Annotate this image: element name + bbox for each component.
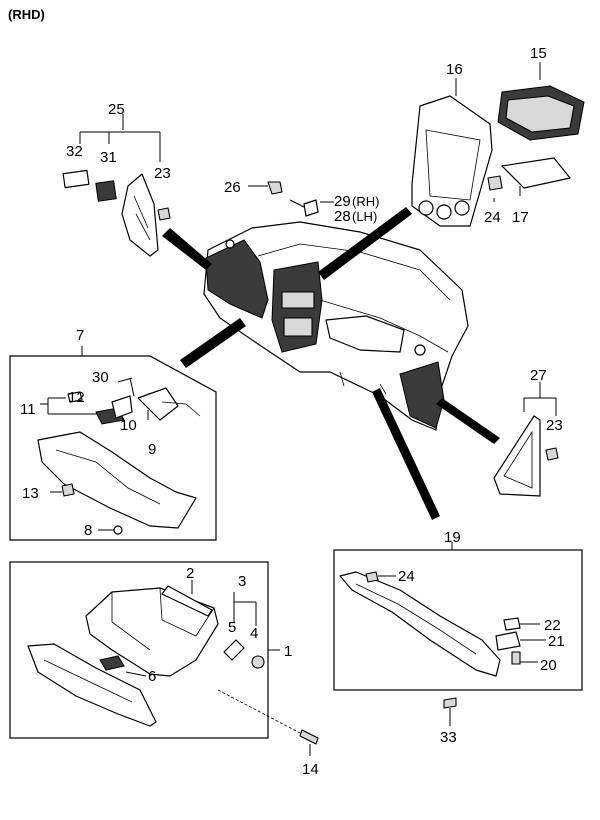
bracket-group-26 xyxy=(248,181,334,217)
pointer-25 xyxy=(162,228,212,270)
callout-27: 27 xyxy=(530,367,547,384)
callout-9: 9 xyxy=(148,441,156,458)
side-cover-group-27 xyxy=(493,382,559,497)
crash-pad-assembly xyxy=(203,221,469,431)
callout-14: 14 xyxy=(302,761,319,778)
callout-12: 12 xyxy=(68,389,85,406)
callout-31: 31 xyxy=(100,149,117,166)
callout-26: 26 xyxy=(224,179,241,196)
box-19 xyxy=(333,542,583,726)
callout-28: 28 xyxy=(334,208,351,225)
callout-11: 11 xyxy=(20,401,36,418)
callout-13: 13 xyxy=(22,485,39,502)
callout-22: 22 xyxy=(544,617,561,634)
callout-10: 10 xyxy=(120,417,137,434)
variant-label: (RHD) xyxy=(8,7,45,22)
callout-17: 17 xyxy=(512,209,529,226)
callout-15: 15 xyxy=(530,45,547,62)
box-1 xyxy=(9,561,319,756)
callout-16: 16 xyxy=(446,61,463,78)
center-panel-group xyxy=(411,62,585,227)
box-7 xyxy=(9,346,217,541)
callout-20: 20 xyxy=(540,657,557,674)
callout-29: 29 xyxy=(334,193,351,210)
callout-33: 33 xyxy=(440,729,457,746)
callout-23-right: 23 xyxy=(546,417,563,434)
callout-32: 32 xyxy=(66,143,83,160)
callout-6: 6 xyxy=(148,668,156,685)
callout-1: 1 xyxy=(284,643,292,660)
callout-19: 19 xyxy=(444,529,461,546)
callout-24-bottom: 24 xyxy=(398,568,415,585)
callout-21: 21 xyxy=(548,633,565,650)
callout-28-side: (LH) xyxy=(352,209,377,224)
callout-7: 7 xyxy=(76,327,84,344)
callout-24-top: 24 xyxy=(484,209,501,226)
callout-4: 4 xyxy=(250,625,258,642)
callout-8: 8 xyxy=(84,522,92,539)
callout-23-left: 23 xyxy=(154,165,171,182)
side-cover-group-25 xyxy=(62,114,171,257)
callout-30: 30 xyxy=(92,369,109,386)
pointer-19 xyxy=(372,388,440,520)
pointer-27 xyxy=(436,398,500,444)
callout-29-side: (RH) xyxy=(352,194,379,209)
callout-3: 3 xyxy=(238,573,246,590)
callout-2: 2 xyxy=(186,565,194,582)
callout-25: 25 xyxy=(108,101,125,118)
pointer-7 xyxy=(180,318,246,368)
pointer-16 xyxy=(318,207,412,280)
callout-5: 5 xyxy=(228,619,236,636)
